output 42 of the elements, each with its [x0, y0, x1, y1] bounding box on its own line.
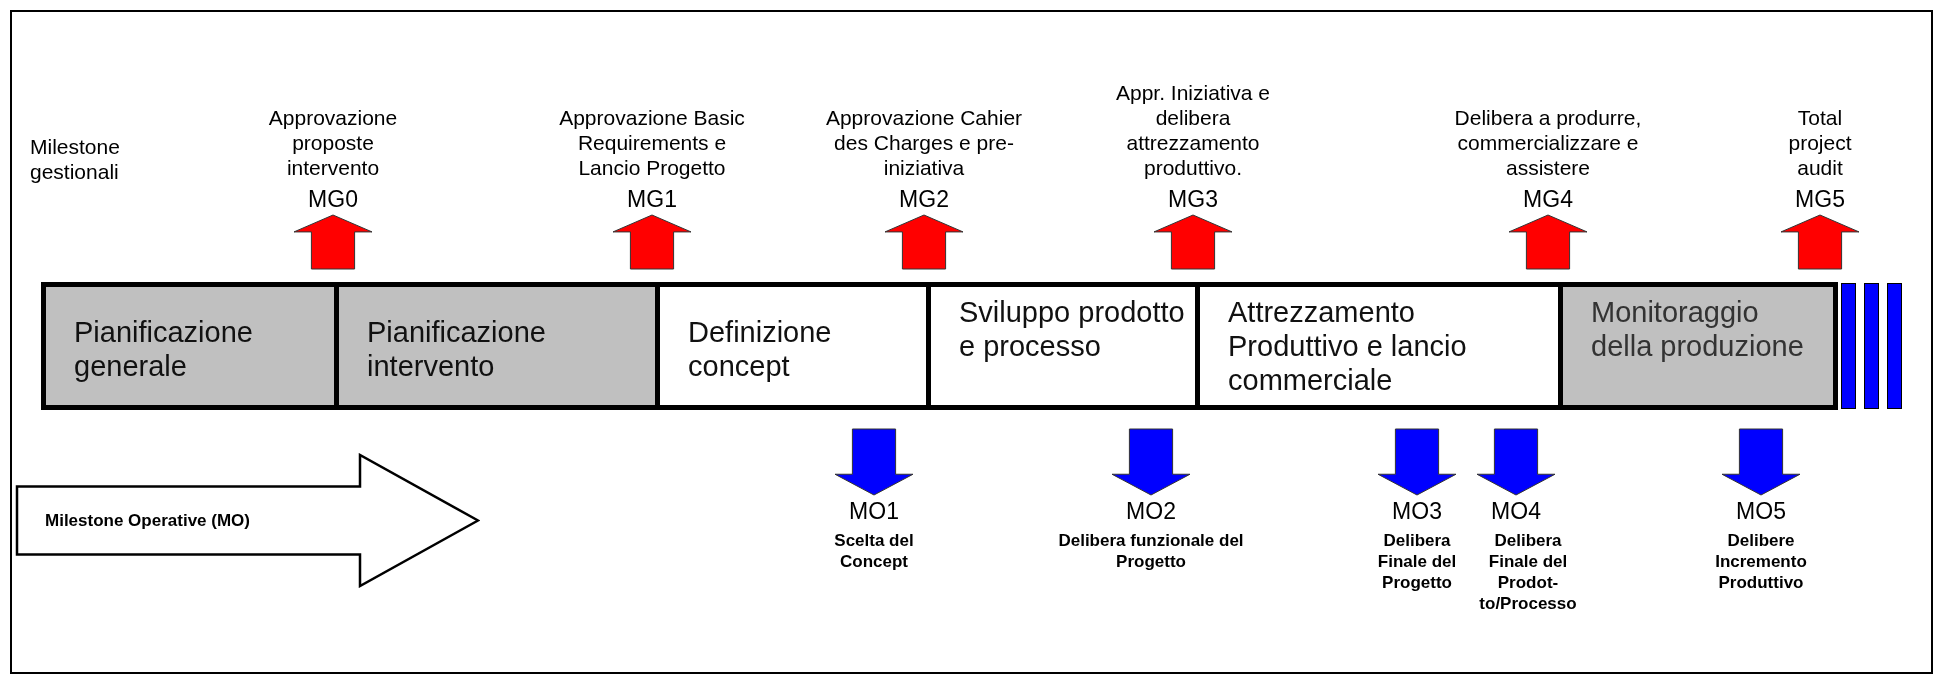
- milestone-code: MG3: [1168, 186, 1218, 212]
- phase-name: Monitoraggio della produzione: [1591, 295, 1805, 363]
- block-arrow: [834, 428, 914, 496]
- milestone-description: Delibera Finale del Prodot-to/Processo: [1478, 530, 1578, 614]
- block-arrow: [884, 214, 964, 270]
- block-arrow: [612, 214, 692, 270]
- block-arrow: [1780, 214, 1860, 270]
- milestone-description: Approvazione Cahier des Charges e pre-iniziativa: [824, 105, 1024, 180]
- milestone-description: Scelta del Concept: [833, 530, 915, 572]
- phase-name: Attrezzamento Produttivo e lancio commerciale: [1228, 295, 1468, 397]
- arrow-text: Milestone Operative (MO): [45, 509, 250, 532]
- milestone-code: MG4: [1523, 186, 1573, 212]
- block-arrow: [1153, 214, 1233, 270]
- milestone-code: MG2: [899, 186, 949, 212]
- milestone-code: MO4: [1491, 498, 1541, 524]
- block-arrow: [1508, 214, 1588, 270]
- phase-name: Definizione concept: [688, 315, 833, 383]
- milestone-description: Delibera funzionale del Progetto: [1057, 530, 1245, 572]
- phase-name: Sviluppo prodotto e processo: [959, 295, 1185, 363]
- arrow-shape: [15, 453, 480, 588]
- phase-name: Pianificazione generale: [74, 315, 254, 383]
- block-arrow: [1377, 428, 1457, 496]
- milestone-code: MG0: [308, 186, 358, 212]
- milestone-description: Delibera Finale del Progetto: [1376, 530, 1458, 593]
- milestone-description: Total project audit: [1787, 105, 1853, 180]
- group-label: Milestone gestionali: [30, 134, 121, 184]
- block-arrow: [1111, 428, 1191, 496]
- milestone-description: Delibere Incremento Produttivo: [1714, 530, 1808, 593]
- milestone-code: MO1: [849, 498, 899, 524]
- milestone-code: MG1: [627, 186, 677, 212]
- block-arrow: [1721, 428, 1801, 496]
- milestone-code: MO5: [1736, 498, 1786, 524]
- block-arrow: [1476, 428, 1556, 496]
- milestone-description: Approvazione Basic Requirements e Lancio Progetto: [558, 105, 746, 180]
- milestone-code: MO2: [1126, 498, 1176, 524]
- milestone-description: Appr. Iniziativa e delibera attrezzamento produttivo.: [1114, 80, 1272, 180]
- milestone-description: Approvazione proposte intervento: [267, 105, 399, 180]
- milestone-code: MG5: [1795, 186, 1845, 212]
- phase-name: Pianificazione intervento: [367, 315, 547, 383]
- milestone-code: MO3: [1392, 498, 1442, 524]
- milestone-description: Delibera a produrre, commercializzare e assistere: [1453, 105, 1643, 180]
- block-arrow: [293, 214, 373, 270]
